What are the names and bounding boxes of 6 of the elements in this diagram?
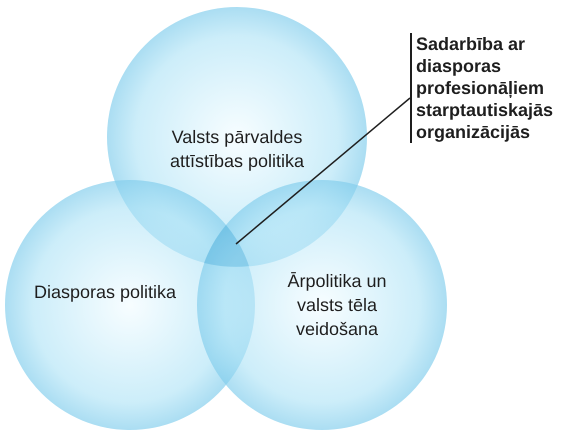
callout-text: Sadarbība ar diasporas profesionāļiem starptautiskajās organizācijās (410, 33, 566, 143)
circle-label: Diasporas politika (32, 281, 178, 304)
circle-label: Ārpolitika un valsts tēla veidošana (286, 270, 388, 341)
leader-line (236, 97, 410, 245)
circle-label: Valsts pārvaldes attīstības politika (168, 126, 306, 173)
overlap-region (204, 225, 249, 267)
